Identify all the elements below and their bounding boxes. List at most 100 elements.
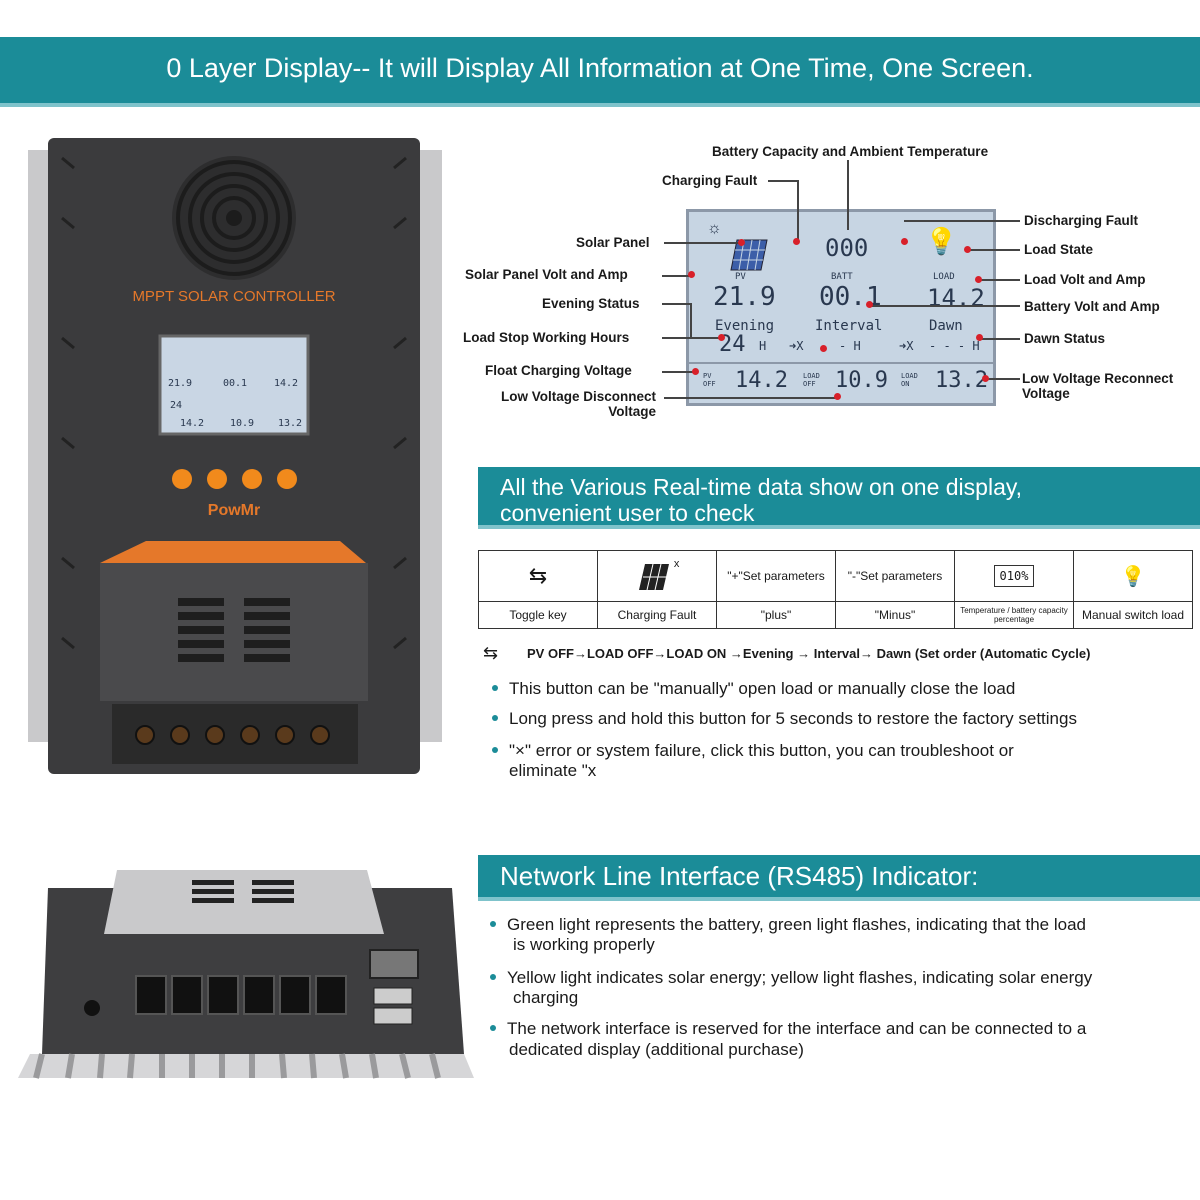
device-buttons — [172, 469, 297, 489]
realtime-banner-line2: convenient user to check — [500, 500, 755, 526]
lcd-lvr-value: 13.2 — [935, 368, 988, 393]
cell-manual-icon: 💡 — [1073, 550, 1193, 602]
cell-plus: "+"Set parameters — [716, 550, 836, 602]
marker-dot — [975, 276, 982, 283]
rs485-bullet-1: Green light represents the battery, gree… — [490, 915, 1086, 934]
lcd-divider — [689, 362, 993, 364]
leader-line — [986, 378, 1020, 380]
realtime-banner: All the Various Real-time data show on o… — [478, 467, 1200, 529]
label-low-disconnect: Low Voltage Disconnect Voltage — [474, 389, 656, 419]
solar-panel-icon — [638, 563, 669, 590]
leader-line — [768, 180, 798, 182]
label-manual-switch: Manual switch load — [1073, 601, 1193, 629]
toggle-bullet-3: "×" error or system failure, click this … — [492, 741, 1014, 760]
cell-toggle-icon: ⇆ — [478, 550, 598, 602]
fan-grille-icon — [172, 156, 296, 280]
lcd-header-batt: BATT — [831, 272, 853, 282]
lcd-load-on: LOAD ON — [901, 372, 918, 388]
label-low-disconnect-line1: Low Voltage Disconnect — [500, 389, 656, 404]
label-solar-volt-amp: Solar Panel Volt and Amp — [465, 267, 628, 282]
toggle-arrows-icon: ⇆ — [483, 643, 499, 663]
label-load-state: Load State — [1024, 242, 1094, 257]
lcd-pv-value: 21.9 — [713, 282, 776, 312]
device-lcd-load: 14.2 — [274, 378, 299, 389]
fault-mark: x — [673, 557, 680, 570]
leader-line — [968, 249, 1020, 251]
rs485-port-icon — [369, 949, 419, 979]
rs485-bullet-1-cont: is working properly — [513, 935, 655, 954]
device-lcd-batt: 00.1 — [223, 378, 248, 389]
sun-icon: ☼ — [707, 220, 722, 237]
device-lcd-evening: 24 — [170, 400, 183, 411]
cell-percent: 010% — [954, 550, 1074, 602]
rs485-banner: Network Line Interface (RS485) Indicator… — [478, 855, 1200, 901]
label-toggle-key: Toggle key — [478, 601, 598, 629]
marker-dot — [738, 239, 745, 246]
device-lcd-float: 14.2 — [180, 418, 205, 429]
marker-dot — [901, 238, 908, 245]
lcd-diagram: ☼ 💡 000 PV BATT LOAD 21.9 00.1 14.2 Even… — [686, 209, 996, 406]
leader-line — [847, 160, 849, 230]
controller-front-image: MPPT SOLAR CONTROLLER PowMr 21.9 00.1 14… — [48, 138, 420, 774]
label-charging-fault: Charging Fault — [662, 173, 758, 188]
lcd-batt-value: 00.1 — [819, 282, 882, 312]
toggle-bullet-1: This button can be "manually" open load … — [491, 679, 1016, 698]
lcd-load-off: LOAD OFF — [803, 372, 820, 388]
label-low-reconnect-line2: Voltage — [1022, 386, 1070, 401]
leader-line — [662, 303, 692, 305]
top-banner: 0 Layer Display-- It will Display All In… — [0, 37, 1200, 107]
lcd-pv-off: PV OFF — [703, 372, 716, 388]
marker-dot — [834, 393, 841, 400]
label-dawn-status: Dawn Status — [1024, 331, 1106, 346]
toggle-arrows-icon: ⇆ — [528, 563, 548, 588]
lcd-arrow-x1: ➜X — [789, 339, 804, 353]
label-discharging-fault: Discharging Fault — [1024, 213, 1139, 228]
label-low-reconnect-line1: Low Voltage Reconnect — [1022, 371, 1174, 386]
lcd-evening: Evening — [715, 318, 775, 334]
realtime-banner-line1: All the Various Real-time data show on o… — [500, 474, 1023, 500]
mount-rail-left — [28, 150, 50, 742]
marker-dot — [866, 301, 873, 308]
leader-line — [978, 279, 1020, 281]
marker-dot — [793, 238, 800, 245]
label-load-stop: Load Stop Working Hours — [463, 330, 630, 345]
toggle-bullet-3-cont: eliminate "x — [509, 761, 597, 780]
cycle-order-text: PV OFF→LOAD OFF→LOAD ON →Evening → Inter… — [527, 646, 1091, 661]
bulb-icon: 💡 — [925, 226, 958, 256]
label-temperature: Temperature / battery capacity percentag… — [954, 601, 1074, 629]
lcd-float-value: 14.2 — [735, 368, 788, 393]
bulb-hand-icon: 💡 — [1120, 565, 1146, 588]
device-lcd-pv: 21.9 — [168, 378, 193, 389]
label-minus: "Minus" — [835, 601, 955, 629]
leader-line — [797, 180, 799, 242]
controller-bottom-illustration — [18, 870, 474, 1079]
lcd-dawn: Dawn — [929, 318, 963, 334]
marker-dot — [718, 334, 725, 341]
leader-line — [662, 275, 692, 277]
lcd-load-value: 14.2 — [927, 284, 985, 312]
label-plus: "plus" — [716, 601, 836, 629]
lcd-arrow-x2: ➜X — [899, 339, 914, 353]
solar-panel-icon — [730, 239, 768, 271]
label-low-disconnect-line2: Voltage — [608, 404, 656, 419]
label-load-volt-amp: Load Volt and Amp — [1024, 272, 1146, 287]
header-title: 0 Layer Display-- It will Display All In… — [166, 53, 1034, 83]
leader-line — [662, 371, 696, 373]
lcd-h1: H — [759, 339, 767, 353]
cell-charging-fault-icon: x — [597, 550, 717, 602]
marker-dot — [982, 375, 989, 382]
leader-line — [904, 220, 1020, 222]
rs485-bullet-3-cont: dedicated display (additional purchase) — [509, 1040, 804, 1059]
rs485-bullet-3: The network interface is reserved for th… — [489, 1019, 1087, 1038]
leader-line — [870, 305, 1020, 307]
lcd-header-load: LOAD — [933, 272, 955, 282]
cell-minus: "-"Set parameters — [835, 550, 955, 602]
lcd-interval: Interval — [815, 318, 883, 334]
marker-dot — [688, 271, 695, 278]
marker-dot — [820, 345, 827, 352]
device-lcd-lvd: 10.9 — [230, 418, 255, 429]
controller-bottom-image — [12, 868, 476, 1084]
label-battery-capacity: Battery Capacity and Ambient Temperature — [712, 144, 989, 159]
label-charging-fault-cell: Charging Fault — [597, 601, 717, 629]
leader-line — [690, 303, 692, 337]
